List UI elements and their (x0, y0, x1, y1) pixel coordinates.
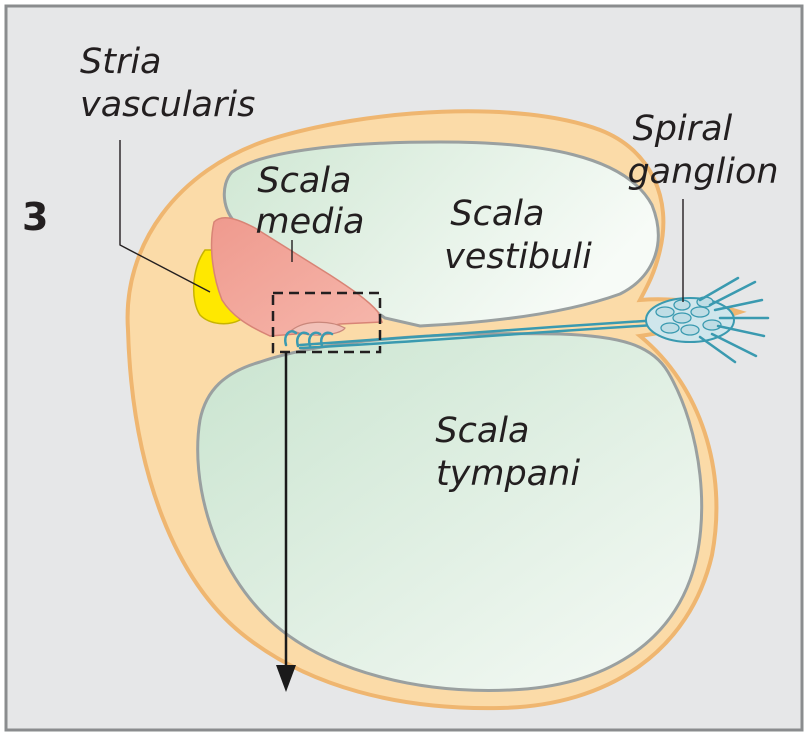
label-scala-media-line2: media (255, 202, 364, 242)
label-scala-media: Scala media (255, 161, 364, 242)
label-scala-tympani-line2: tympani (436, 454, 580, 494)
label-stria-vascularis-line1: Stria (80, 42, 162, 82)
label-spiral-ganglion-line2: ganglion (627, 152, 778, 192)
figure-number: 3 (22, 195, 48, 239)
label-spiral-ganglion-line1: Spiral (633, 109, 733, 149)
label-scala-media-line1: Scala (257, 161, 351, 201)
label-scala-vestibuli-line1: Scala (450, 194, 544, 234)
label-stria-vascularis-line2: vascularis (80, 85, 255, 125)
label-scala-vestibuli-line2: vestibuli (444, 237, 592, 277)
label-scala-tympani-line1: Scala (435, 411, 529, 451)
